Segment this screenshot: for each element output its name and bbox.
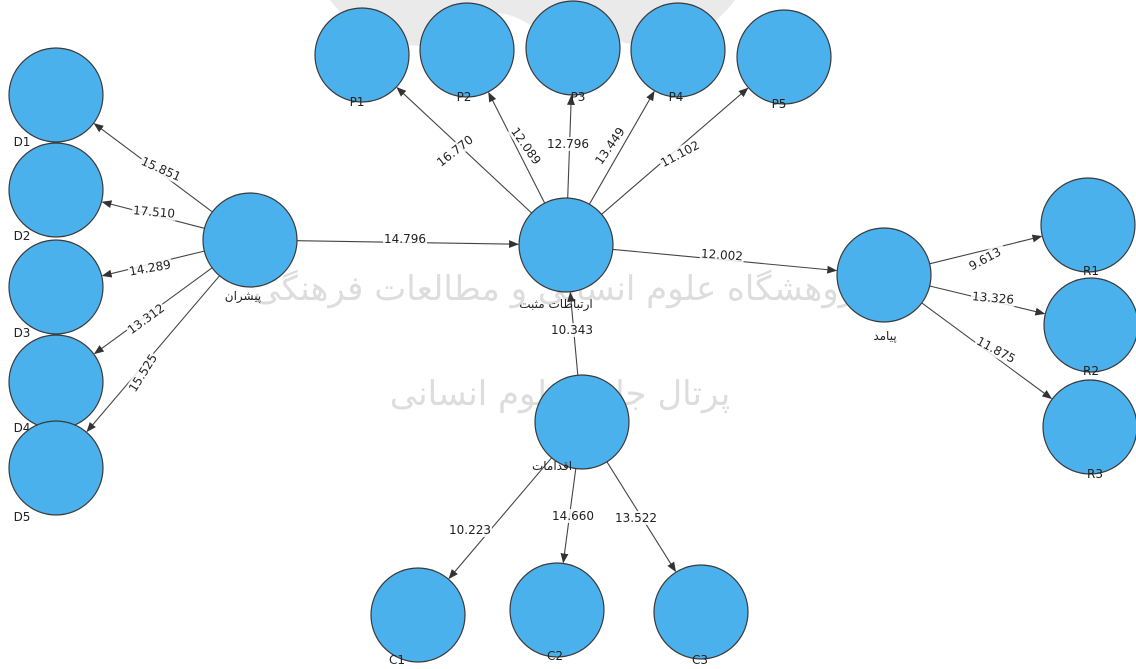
- node-label-p1: P1: [350, 95, 365, 109]
- edge-label-bg: [970, 289, 1016, 307]
- node-label-ant: پیشران: [225, 289, 261, 304]
- node-label-out: پیامد: [873, 329, 896, 343]
- node-label-c3: C3: [692, 653, 708, 667]
- edge-label-rel-to-p5: 11.102: [658, 138, 702, 170]
- node-label-d1: D1: [14, 135, 31, 149]
- edge-rel-to-p4: [588, 90, 655, 205]
- edge-label-act-to-c3: 13.522: [615, 511, 657, 525]
- node-p1[interactable]: [314, 7, 410, 103]
- node-label-c1: C1: [389, 653, 405, 667]
- node-d1[interactable]: [8, 47, 104, 143]
- edge-label-ant-to-d5: 15.525: [126, 351, 160, 394]
- node-label-d2: D2: [14, 229, 31, 243]
- node-ant[interactable]: [202, 192, 298, 288]
- edge-label-bg: [591, 123, 629, 169]
- edge-label-ant-to-d1: 15.851: [139, 154, 183, 184]
- node-r3[interactable]: [1042, 379, 1136, 475]
- node-r1[interactable]: [1040, 177, 1136, 273]
- edge-label-bg: [962, 242, 1008, 276]
- edge-label-ant-to-d4: 13.312: [125, 301, 167, 337]
- edge-label-bg: [125, 350, 161, 396]
- edge-rel-to-p2: [488, 91, 546, 204]
- node-label-rel: ارتباطات مثبت: [519, 297, 593, 312]
- edge-label-ant-to-d3: 14.289: [128, 257, 172, 278]
- edge-label-bg: [546, 137, 590, 151]
- node-act[interactable]: [534, 374, 630, 470]
- node-d3[interactable]: [8, 239, 104, 335]
- edge-label-bg: [448, 523, 492, 537]
- node-label-r3: R3: [1087, 467, 1103, 481]
- edge-label-ant-to-rel: 14.796: [384, 232, 426, 246]
- edge-out-to-r1: [929, 234, 1043, 265]
- edge-label-bg: [614, 511, 658, 525]
- node-label-d3: D3: [14, 326, 31, 340]
- edge-label-bg: [507, 123, 545, 169]
- node-c3[interactable]: [653, 564, 749, 660]
- node-label-p5: P5: [772, 97, 787, 111]
- edge-label-bg: [657, 137, 703, 171]
- edge-label-bg: [131, 203, 177, 221]
- edge-label-out-to-r2: 13.326: [971, 289, 1014, 307]
- node-c2[interactable]: [509, 562, 605, 658]
- node-out[interactable]: [836, 227, 932, 323]
- node-d2[interactable]: [8, 142, 104, 238]
- edge-label-rel-to-p1: 16.770: [434, 133, 476, 170]
- edge-label-bg: [127, 257, 173, 279]
- node-label-d5: D5: [14, 510, 31, 524]
- edge-label-bg: [550, 323, 594, 337]
- node-p5[interactable]: [736, 9, 832, 105]
- node-r2[interactable]: [1043, 277, 1136, 373]
- edge-label-bg: [433, 131, 477, 171]
- edge-label-out-to-r3: 11.875: [974, 334, 1018, 366]
- node-label-r1: R1: [1083, 264, 1099, 278]
- edge-label-rel-to-p2: 12.089: [508, 125, 544, 167]
- node-label-act: اقدامات: [532, 459, 572, 473]
- node-d4[interactable]: [8, 334, 104, 430]
- node-p4[interactable]: [630, 2, 726, 98]
- edge-label-bg: [124, 300, 168, 338]
- edge-label-act-to-c2: 14.660: [552, 509, 594, 523]
- edge-label-bg: [383, 232, 427, 246]
- node-rel[interactable]: [518, 197, 614, 293]
- edge-label-ant-to-d2: 17.510: [132, 203, 175, 221]
- node-p2[interactable]: [419, 2, 515, 98]
- edge-label-bg: [973, 333, 1019, 367]
- edge-label-out-to-r1: 9.613: [967, 245, 1004, 273]
- node-d5[interactable]: [8, 420, 104, 516]
- node-c1[interactable]: [370, 567, 466, 663]
- node-label-r2: R2: [1083, 364, 1099, 378]
- node-label-p2: P2: [457, 90, 472, 104]
- edge-label-bg: [699, 246, 745, 264]
- edge-act-to-c1: [448, 457, 553, 580]
- edge-label-rel-to-out: 12.002: [701, 247, 744, 264]
- edge-label-act-to-c1: 10.223: [449, 523, 491, 537]
- node-label-p3: P3: [571, 90, 586, 104]
- edge-label-bg: [138, 153, 184, 185]
- node-label-c2: C2: [547, 649, 563, 663]
- node-p3[interactable]: [525, 0, 621, 96]
- edge-label-rel-to-p3: 12.796: [547, 137, 589, 151]
- edge-label-act-to-rel: 10.343: [551, 323, 593, 337]
- edge-label-bg: [551, 509, 595, 523]
- node-label-p4: P4: [669, 90, 684, 104]
